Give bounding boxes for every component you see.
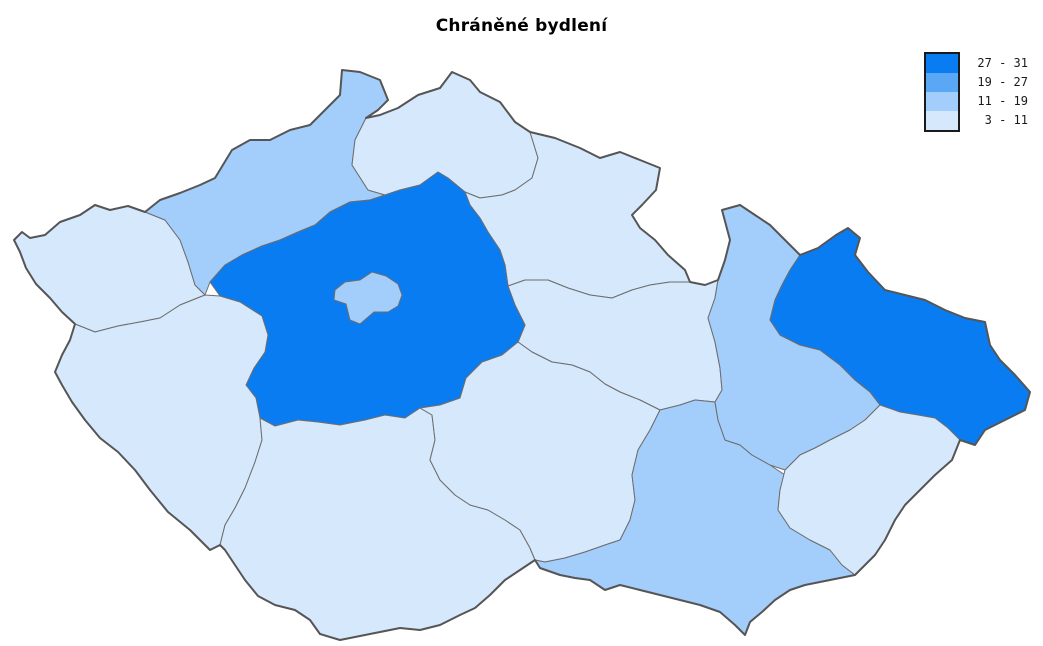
- legend-swatch: [926, 54, 958, 73]
- country-outline: [13, 69, 1031, 641]
- legend-label: 19 - 27: [977, 75, 1028, 89]
- legend-swatch: [926, 92, 958, 111]
- legend-label: 3 - 11: [984, 113, 1028, 127]
- legend-labels: 27 - 31 19 - 27 11 - 19 3 - 11: [966, 54, 1028, 130]
- legend-label: 11 - 19: [977, 94, 1028, 108]
- region-praha[interactable]: [333, 271, 403, 325]
- legend-swatch: [926, 111, 958, 130]
- map-title: Chráněné bydlení: [435, 16, 608, 36]
- legend-label: 27 - 31: [977, 56, 1028, 70]
- legend: 27 - 31 19 - 27 11 - 19 3 - 11: [924, 52, 1028, 132]
- legend-swatch: [926, 73, 958, 92]
- legend-swatches: [924, 52, 960, 132]
